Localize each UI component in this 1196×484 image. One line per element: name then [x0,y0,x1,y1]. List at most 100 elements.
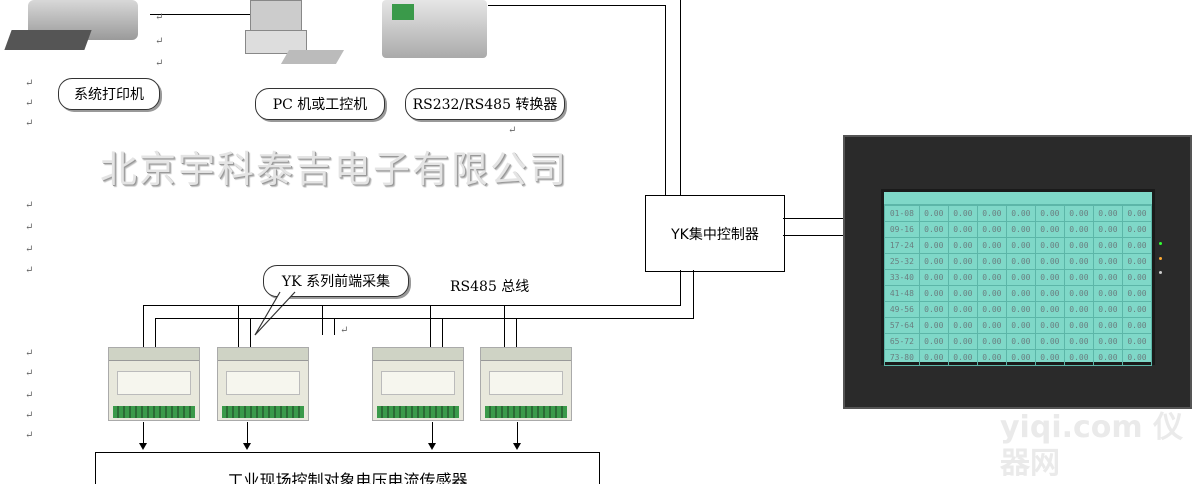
lcd-value: 0.00 [947,333,978,350]
lcd-value: 0.00 [976,301,1007,318]
printer-label: 系统打印机 [74,87,144,103]
lcd-value: 0.00 [1063,285,1094,302]
lcd-value: 0.00 [1005,269,1036,286]
lcd-value: 0.00 [918,317,949,334]
lcd-value: 0.00 [1063,205,1094,222]
lcd-value: 0.00 [976,221,1007,238]
acquisition-module [372,347,464,421]
lcd-value: 0.00 [1005,285,1036,302]
lcd-row-label: 25-32 [884,253,920,270]
pc-callout: PC 机或工控机 [255,88,385,120]
paragraph-mark: ↵ [25,410,34,421]
paragraph-mark: ↵ [155,58,164,69]
lcd-value: 0.00 [976,205,1007,222]
arrow-down [139,422,147,450]
lcd-value: 0.00 [1121,253,1153,270]
lcd-value: 0.00 [1005,317,1036,334]
converter-callout: RS232/RS485 转换器 [405,88,565,120]
lcd-value: 0.00 [976,349,1007,366]
lcd-value: 0.00 [1005,349,1036,366]
frontend-callout: YK 系列前端采集 [263,265,409,297]
lcd-value: 0.00 [1092,205,1123,222]
wire [665,5,666,195]
frontend-label: YK 系列前端采集 [281,274,391,290]
paragraph-mark: ↵ [155,36,164,47]
lcd-row-label: 49-56 [884,301,920,318]
lcd-value: 0.00 [1034,237,1065,254]
lcd-value: 0.00 [947,253,978,270]
lcd-value: 0.00 [1121,237,1153,254]
paragraph-mark: ↵ [25,244,34,255]
lcd-value: 0.00 [1034,285,1065,302]
lcd-value: 0.00 [1063,237,1094,254]
acquisition-module [480,347,572,421]
arrow-down [513,422,521,450]
paragraph-mark: ↵ [25,265,34,276]
lcd-row-label: 65-72 [884,333,920,350]
lcd-value: 0.00 [1092,269,1123,286]
paragraph-mark: ↵ [340,325,349,336]
lcd-row-label: 17-24 [884,237,920,254]
lcd-value: 0.00 [1034,301,1065,318]
lcd-row-label: 57-64 [884,317,920,334]
lcd-value: 0.00 [1005,205,1036,222]
paragraph-mark: ↵ [155,12,164,23]
lcd-value: 0.00 [1005,221,1036,238]
lcd-value: 0.00 [1034,221,1065,238]
sensor-box: 工业现场控制对象电压电流传感器 [95,452,600,484]
lcd-value: 0.00 [1092,349,1123,366]
paragraph-mark: ↵ [25,390,34,401]
wire [150,14,250,15]
lcd-value: 0.00 [947,221,978,238]
lcd-value: 0.00 [1063,317,1094,334]
lcd-value: 0.00 [918,269,949,286]
lcd-value: 0.00 [1092,285,1123,302]
wire [783,235,843,236]
lcd-value: 0.00 [918,237,949,254]
paragraph-mark: ↵ [25,348,34,359]
lcd-value: 0.00 [1121,221,1153,238]
site-watermark: yiqi.com 仪器网 [1000,410,1184,481]
lcd-value: 0.00 [1034,205,1065,222]
lcd-value: 0.00 [918,253,949,270]
lcd-value: 0.00 [1063,269,1094,286]
lcd-value: 0.00 [1121,301,1153,318]
wire [488,5,666,6]
wire [693,270,694,318]
lcd-value: 0.00 [1063,253,1094,270]
lcd-value: 0.00 [976,269,1007,286]
lcd-value: 0.00 [1092,237,1123,254]
lcd-value: 0.00 [1063,221,1094,238]
paragraph-mark: ↵ [25,430,34,441]
arrow-down [243,422,251,450]
lcd-row-label: 41-48 [884,285,920,302]
lcd-value: 0.00 [1121,285,1153,302]
lcd-value: 0.00 [918,221,949,238]
central-controller: YK集中控制器 [645,195,785,272]
paragraph-mark: ↵ [25,222,34,233]
lcd-value: 0.00 [918,301,949,318]
lcd-value: 0.00 [947,205,978,222]
lcd-value: 0.00 [976,333,1007,350]
pc-image [245,0,345,75]
lcd-value: 0.00 [947,349,978,366]
lcd-value: 0.00 [976,237,1007,254]
lcd-row-label: 73-80 [884,349,920,366]
lcd-value: 0.00 [1034,317,1065,334]
paragraph-mark: ↵ [25,98,34,109]
lcd-value: 0.00 [1063,301,1094,318]
lcd-row-label: 01-08 [884,205,920,222]
printer-image [4,0,148,55]
lcd-value: 0.00 [1121,349,1153,366]
lcd-value: 0.00 [1121,333,1153,350]
lcd-value: 0.00 [947,317,978,334]
lcd-value: 0.00 [918,205,949,222]
lcd-value: 0.00 [1005,301,1036,318]
